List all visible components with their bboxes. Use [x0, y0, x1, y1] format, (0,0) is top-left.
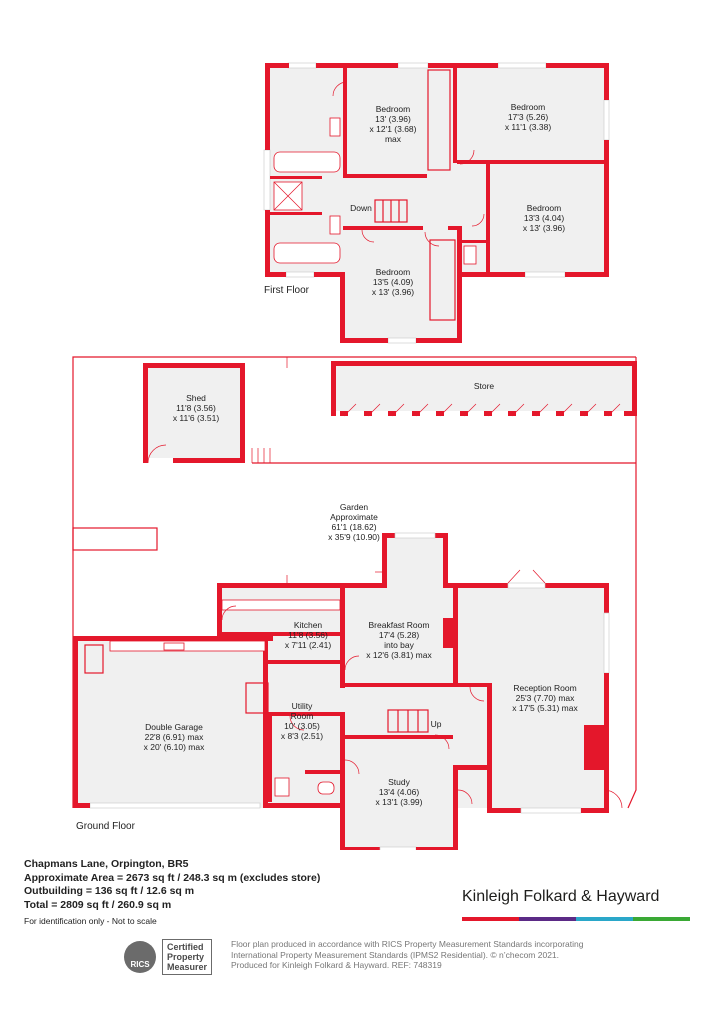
room-dim-garage-a: 22'8 (6.91) max [145, 732, 205, 742]
room-label-shed: Shed [186, 393, 206, 403]
room-dim-breakfast-c: x 12'6 (3.81) max [366, 650, 432, 660]
outbuilding-area: Outbuilding = 136 sq ft / 12.6 sq m [24, 885, 195, 897]
room-dim-breakfast-b: into bay [384, 640, 415, 650]
room-dim-breakfast-a: 17'4 (5.28) [379, 630, 420, 640]
rics-line-3: Measurer [167, 962, 208, 972]
room-dim-bedroom-1-a: 13' (3.96) [375, 114, 411, 124]
ground-floor-label: Ground Floor [76, 821, 136, 832]
room-dim-bedroom-1-b: x 12'1 (3.68) [370, 124, 417, 134]
room-dim-utility-b: x 8'3 (2.51) [281, 731, 323, 741]
rics-logo-icon: RICS [124, 941, 156, 973]
room-label-bedroom-4: Bedroom [376, 267, 411, 277]
floor-plan-drawing: Bedroom 13' (3.96) x 12'1 (3.68) max Bed… [72, 62, 637, 850]
room-label-garage: Double Garage [145, 722, 203, 732]
stairs-up-label: Up [431, 719, 442, 729]
disclaimer-line-3: Produced for Kinleigh Folkard & Hayward.… [231, 960, 442, 970]
disclaimer-line-1: Floor plan produced in accordance with R… [231, 939, 584, 949]
room-dim-shed-a: 11'8 (3.56) [176, 403, 216, 413]
brand-bar-red [462, 917, 519, 921]
room-label-garden: Garden [340, 502, 369, 512]
room-label-reception: Reception Room [513, 683, 576, 693]
room-dim-bedroom-1-c: max [385, 134, 402, 144]
rics-line-2: Property [167, 952, 205, 962]
room-label-kitchen: Kitchen [294, 620, 323, 630]
room-label-bedroom-3: Bedroom [527, 203, 562, 213]
brand-bar-purple [519, 917, 576, 921]
disclaimer: Floor plan produced in accordance with R… [231, 939, 583, 971]
rics-line-1: Certified [167, 942, 204, 952]
disclaimer-line-2: International Property Measurement Stand… [231, 949, 560, 960]
room-dim-bedroom-2-b: x 11'1 (3.38) [505, 122, 552, 132]
address: Chapmans Lane, Orpington, BR5 [24, 858, 189, 870]
room-dim-bedroom-4-b: x 13' (3.96) [372, 287, 414, 297]
room-dim-kitchen-a: 11'8 (3.56) [288, 630, 328, 640]
brand-color-bars [462, 917, 690, 921]
scale-note: For identification only - Not to scale [24, 916, 157, 926]
room-dim-reception-b: x 17'5 (5.31) max [512, 703, 578, 713]
room-dim-garden-b: x 35'9 (10.90) [328, 532, 380, 542]
room-label-utility-2: Room [291, 711, 314, 721]
room-label-utility: Utility [292, 701, 314, 711]
room-dim-reception-a: 25'3 (7.70) max [516, 693, 576, 703]
brand-name: Kinleigh Folkard & Hayward [462, 888, 660, 905]
brand-bar-blue [576, 917, 633, 921]
room-dim-garden-a: 61'1 (18.62) [331, 522, 376, 532]
ground-floor-plan [72, 356, 637, 850]
stairs-ground-floor [387, 709, 429, 733]
room-dim-study-b: x 13'1 (3.99) [376, 797, 423, 807]
room-dim-bedroom-4-a: 13'5 (4.09) [373, 277, 414, 287]
room-dim-bedroom-2-a: 17'3 (5.26) [508, 112, 549, 122]
room-dim-bedroom-3-a: 13'3 (4.04) [524, 213, 565, 223]
first-floor-plan [263, 62, 610, 344]
first-floor-label: First Floor [264, 285, 310, 296]
store-doors [340, 403, 637, 417]
room-dim-shed-b: x 11'6 (3.51) [173, 413, 220, 423]
property-summary: Chapmans Lane, Orpington, BR5 Approximat… [24, 858, 320, 929]
room-label-study: Study [388, 777, 410, 787]
approximate-area: Approximate Area = 2673 sq ft / 248.3 sq… [24, 871, 321, 884]
brand-bar-green [633, 917, 690, 921]
stairs-first-floor [374, 199, 408, 223]
total-area: Total = 2809 sq ft / 260.9 sq m [24, 898, 172, 911]
room-label-breakfast: Breakfast Room [369, 620, 430, 630]
room-dim-bedroom-3-b: x 13' (3.96) [523, 223, 565, 233]
room-dim-garage-b: x 20' (6.10) max [144, 742, 205, 752]
room-label-bedroom-1: Bedroom [376, 104, 411, 114]
room-label-bedroom-2: Bedroom [511, 102, 546, 112]
room-label-store: Store [474, 381, 495, 391]
rics-certification: RICS Certified Property Measurer [124, 939, 213, 975]
rics-certified-badge: Certified Property Measurer [162, 939, 213, 975]
room-dim-kitchen-b: x 7'11 (2.41) [285, 640, 332, 650]
stairs-down-label: Down [350, 203, 372, 213]
room-sub-garden: Approximate [330, 512, 378, 522]
room-dim-utility-a: 10' (3.05) [284, 721, 320, 731]
room-dim-study-a: 13'4 (4.06) [379, 787, 420, 797]
